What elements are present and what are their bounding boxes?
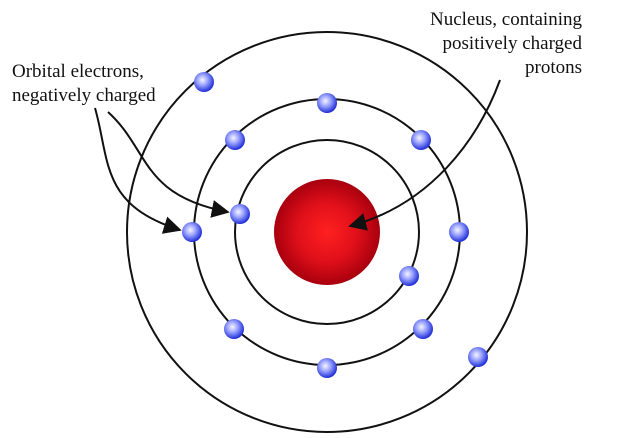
electron-inner-1 (230, 204, 250, 224)
electron-middle-7 (317, 358, 337, 378)
orbit-inner (234, 139, 420, 325)
nucleus-label: Nucleus, containing positively charged p… (430, 8, 582, 80)
orbital-label-line-1: Orbital electrons, (12, 61, 144, 82)
orbital-electrons-label: Orbital electrons, negatively charged (12, 60, 156, 108)
arrow-orbital-electron-inner (107, 111, 230, 218)
electron-middle-6 (413, 319, 433, 339)
orbital-label-line-2: negatively charged (12, 85, 156, 106)
electron-outer-1 (194, 72, 214, 92)
electron-middle-3 (411, 130, 431, 150)
electron-middle-2 (225, 130, 245, 150)
nucleus-label-line-1: Nucleus, containing (430, 9, 582, 30)
electron-outer-2 (182, 222, 202, 242)
arrow-nucleus (348, 79, 501, 231)
electron-middle-1 (317, 93, 337, 113)
electron-outer-3 (468, 347, 488, 367)
electron-inner-2 (399, 266, 419, 286)
nucleus (274, 179, 380, 285)
arrow-orbital-electron-outer (94, 107, 182, 234)
orbit-outer (126, 31, 528, 433)
nucleus-label-line-3: protons (525, 57, 582, 78)
electron-middle-4 (449, 222, 469, 242)
electron-middle-5 (224, 319, 244, 339)
electrons (182, 72, 488, 378)
nucleus-label-line-2: positively charged (442, 33, 582, 54)
